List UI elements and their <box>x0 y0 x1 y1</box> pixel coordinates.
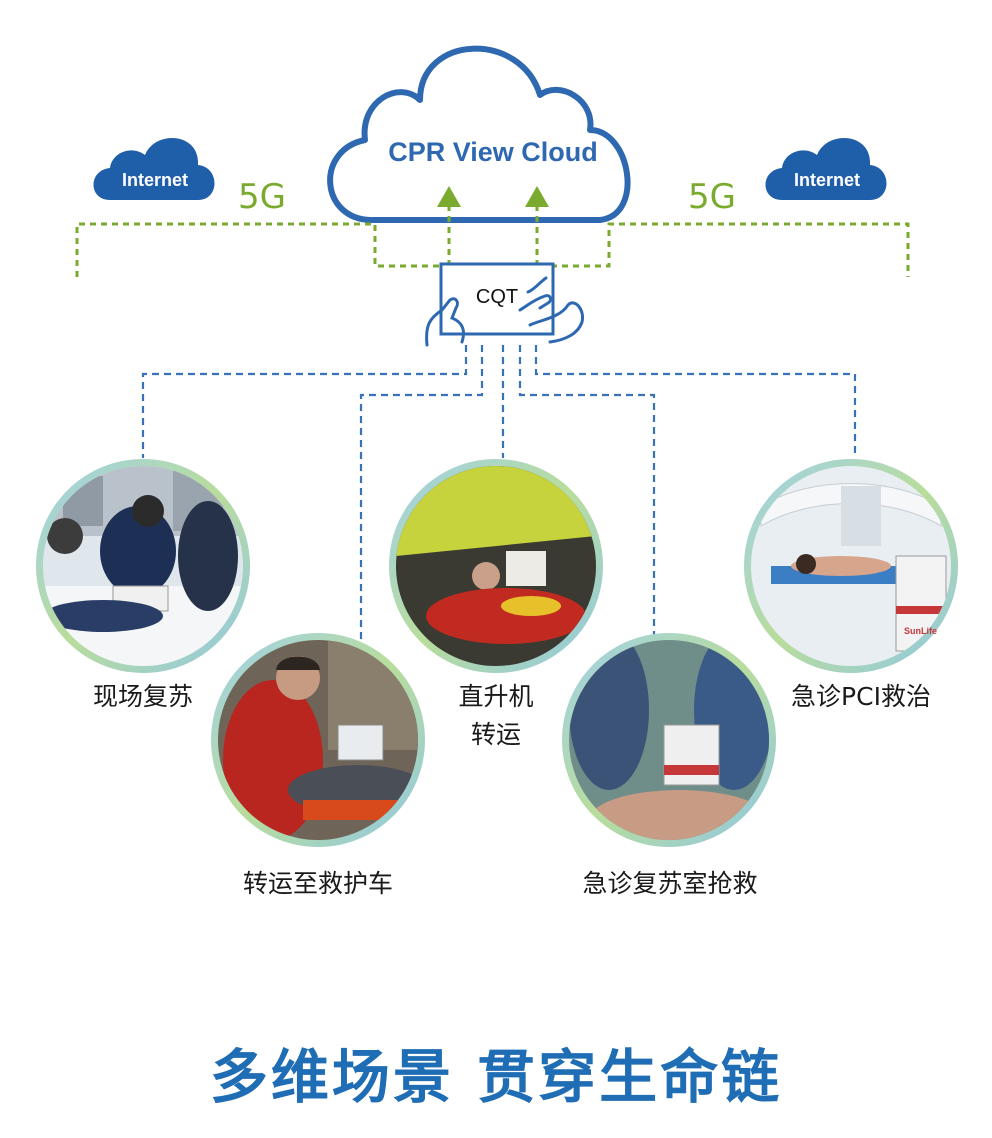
internet-label-right: Internet <box>794 170 860 190</box>
cloud-icon <box>327 45 631 223</box>
right-hand-icon <box>518 276 585 344</box>
monitor-brand-logo: SunLife <box>904 626 937 636</box>
uplink-arrow-right-head <box>525 186 549 207</box>
internet-cloud-right-icon <box>765 138 887 200</box>
uplink-arrow-left-head <box>437 186 461 207</box>
scene-4-label: 急诊复苏室抢救 <box>582 869 758 898</box>
link-scene-2 <box>359 345 484 640</box>
scene-3-label-line2: 转运 <box>470 720 521 749</box>
scene-2-label: 转运至救护车 <box>242 869 393 898</box>
network-line-left <box>75 222 447 277</box>
scene-1-photo <box>43 466 243 666</box>
left-hand-icon <box>425 297 466 347</box>
internet-label-left: Internet <box>122 170 188 190</box>
link-scene-1 <box>141 345 468 458</box>
scene-5-photo <box>751 466 951 666</box>
link-scene-5 <box>534 345 857 458</box>
internet-cloud-left-icon <box>93 138 215 200</box>
scene-2-photo <box>218 640 418 840</box>
5g-label-right: 5G <box>688 177 736 217</box>
scene-1-label: 现场复苏 <box>92 682 193 711</box>
scene-5-label: 急诊PCI救治 <box>791 682 931 711</box>
scene-3-label-line1: 直升机 <box>458 682 534 711</box>
network-line-right <box>540 222 910 277</box>
scene-3-photo <box>396 466 596 666</box>
link-scene-4 <box>518 345 656 640</box>
scene-4-photo <box>569 640 769 840</box>
5g-label-left: 5G <box>238 177 286 217</box>
headline: 多维场景 贯穿生命链 <box>209 1043 783 1111</box>
cqt-label: CQT <box>476 286 518 308</box>
cloud-label: CPR View Cloud <box>388 137 598 167</box>
